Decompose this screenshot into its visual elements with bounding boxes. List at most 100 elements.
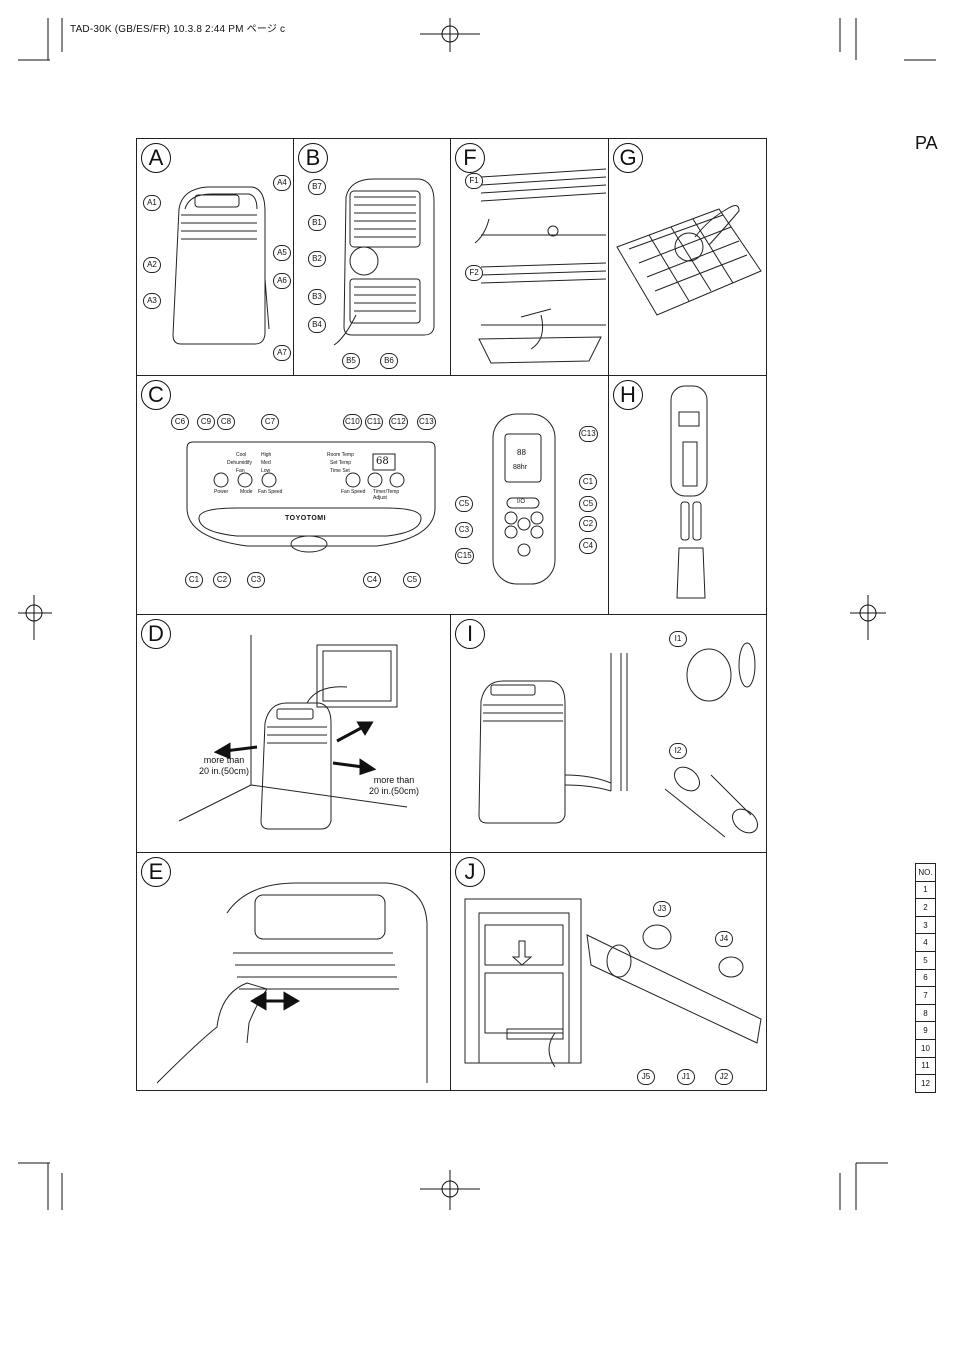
callout-c10: C10 bbox=[343, 414, 362, 430]
panel-i: I I1 I2 bbox=[450, 614, 767, 853]
brand-logo-text: TOYOTOMI bbox=[285, 515, 327, 522]
callout-b2: B2 bbox=[308, 251, 326, 267]
panel-c: C Cool Dehumidify Fan High Med Low Room … bbox=[136, 375, 609, 615]
callout-f2: F2 bbox=[465, 265, 483, 281]
speed-label-low: Low bbox=[261, 468, 271, 474]
callout-j4: J4 bbox=[715, 931, 733, 947]
callout-b5: B5 bbox=[342, 353, 360, 369]
exhaust-hose-illustration bbox=[478, 642, 759, 838]
panel-g: G bbox=[608, 138, 767, 376]
callout-i1: I1 bbox=[669, 631, 687, 647]
callout-remote-c5-left: C5 bbox=[455, 496, 473, 512]
number-row: 11 bbox=[915, 1056, 936, 1076]
callout-c9: C9 bbox=[197, 414, 215, 430]
callout-remote-c3: C3 bbox=[455, 522, 473, 538]
panel-d-letter: D bbox=[141, 619, 171, 649]
number-row: 2 bbox=[915, 898, 936, 917]
callout-a7: A7 bbox=[273, 345, 291, 361]
mode-label-cool: Cool bbox=[236, 452, 247, 458]
callout-f1: F1 bbox=[465, 173, 483, 189]
control-panel-illustration bbox=[186, 413, 556, 585]
callout-b6: B6 bbox=[380, 353, 398, 369]
window-kit-illustration bbox=[464, 898, 762, 1068]
number-row: 5 bbox=[915, 950, 936, 970]
number-table: NO. 1 2 3 4 5 6 7 8 9 10 11 12 bbox=[915, 863, 936, 1093]
speed-label-med: Med bbox=[261, 460, 271, 466]
remote-power-label: I/O bbox=[517, 499, 526, 505]
panel-c-letter: C bbox=[141, 380, 171, 410]
callout-a2: A2 bbox=[143, 257, 161, 273]
unit-display: 68 bbox=[376, 456, 389, 467]
callout-j2: J2 bbox=[715, 1069, 733, 1085]
air-conditioner-back-illustration bbox=[333, 178, 435, 346]
number-row: 1 bbox=[915, 880, 936, 900]
number-row: 12 bbox=[915, 1074, 936, 1093]
print-header: TAD-30K (GB/ES/FR) 10.3.8 2:44 PM ページ c bbox=[70, 24, 286, 35]
drain-illustration bbox=[474, 168, 607, 364]
setting-label-time-set: Time Set bbox=[330, 468, 350, 474]
clearance-left-note: more than 20 in.(50cm) bbox=[198, 755, 250, 776]
callout-remote-c13: C13 bbox=[579, 426, 598, 442]
panel-e-letter: E bbox=[141, 857, 171, 887]
remote-timer: 88hr bbox=[513, 464, 528, 471]
callout-remote-c15: C15 bbox=[455, 548, 474, 564]
panel-a-letter: A bbox=[141, 143, 171, 173]
panel-f-letter: F bbox=[455, 143, 485, 173]
callout-j1: J1 bbox=[677, 1069, 695, 1085]
button-label-timer-temp: Timer/Temp Adjust bbox=[373, 489, 400, 501]
callout-c11: C11 bbox=[365, 414, 384, 430]
callout-c6: C6 bbox=[171, 414, 189, 430]
page-tag: PA bbox=[915, 133, 938, 153]
callout-c4: C4 bbox=[363, 572, 381, 588]
panel-h-letter: H bbox=[613, 380, 643, 410]
panel-b-letter: B bbox=[298, 143, 328, 173]
button-label-mode: Mode bbox=[240, 489, 253, 495]
clearance-right-note: more than 20 in.(50cm) bbox=[368, 775, 420, 796]
number-table-header: NO. bbox=[915, 863, 936, 882]
callout-c7: C7 bbox=[261, 414, 279, 430]
panel-d: D more than 20 in.(50cm) more than 20 in… bbox=[136, 614, 451, 853]
number-row: 7 bbox=[915, 986, 936, 1005]
button-label-fan-speed-2: Fan Speed bbox=[341, 489, 366, 495]
number-row: 6 bbox=[915, 968, 936, 988]
callout-j5: J5 bbox=[637, 1069, 655, 1085]
number-row: 10 bbox=[915, 1038, 936, 1058]
panel-g-letter: G bbox=[613, 143, 643, 173]
panel-j: J J3 J4 J5 J1 J2 bbox=[450, 852, 767, 1091]
mode-label-fan: Fan bbox=[236, 468, 245, 474]
callout-remote-c4: C4 bbox=[579, 538, 597, 554]
panel-j-letter: J bbox=[455, 857, 485, 887]
number-row: 3 bbox=[915, 915, 936, 935]
callout-c1: C1 bbox=[185, 572, 203, 588]
callout-i2: I2 bbox=[669, 743, 687, 759]
callout-b4: B4 bbox=[308, 317, 326, 333]
setting-label-room-temp: Room Temp bbox=[327, 452, 354, 458]
callout-b1: B1 bbox=[308, 215, 326, 231]
callout-j3: J3 bbox=[653, 901, 671, 917]
panel-h: H bbox=[608, 375, 767, 615]
callout-c8: C8 bbox=[217, 414, 235, 430]
callout-a6: A6 bbox=[273, 273, 291, 289]
callout-remote-c5-right: C5 bbox=[579, 496, 597, 512]
callout-remote-c1: C1 bbox=[579, 474, 597, 490]
mode-label-dehumidify: Dehumidify bbox=[227, 460, 253, 466]
callout-a3: A3 bbox=[143, 293, 161, 309]
filter-cleaning-illustration bbox=[616, 205, 762, 316]
air-conditioner-front-illustration bbox=[172, 186, 270, 345]
panel-a: A A4 A1 A5 A2 A6 A3 A7 bbox=[136, 138, 294, 376]
callout-c5: C5 bbox=[403, 572, 421, 588]
remote-battery-illustration bbox=[670, 385, 708, 599]
panel-b: B B7 B1 B2 B3 B4 B5 B6 bbox=[293, 138, 451, 376]
louver-adjust-illustration bbox=[156, 882, 428, 1084]
button-label-fan-speed-1: Fan Speed bbox=[258, 489, 283, 495]
number-row: 8 bbox=[915, 1003, 936, 1023]
setting-label-set-temp: Set Temp bbox=[330, 460, 352, 466]
callout-b3: B3 bbox=[308, 289, 326, 305]
number-row: 4 bbox=[915, 933, 936, 952]
clearance-illustration bbox=[178, 635, 408, 830]
number-row: 9 bbox=[915, 1021, 936, 1040]
callout-remote-c2: C2 bbox=[579, 516, 597, 532]
remote-display: 88 bbox=[517, 448, 526, 457]
callout-c12: C12 bbox=[389, 414, 408, 430]
